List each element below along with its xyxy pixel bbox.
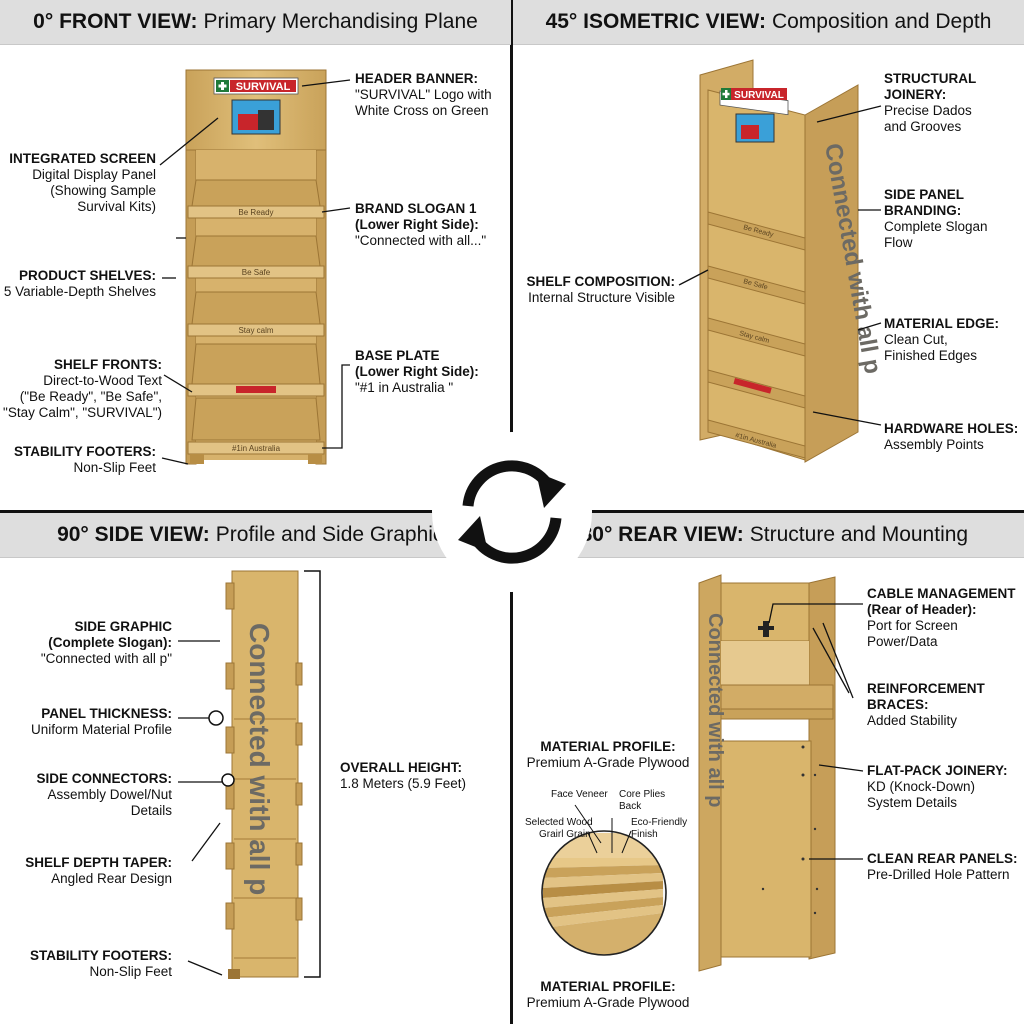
hardware-holes-label: HARDWARE HOLES: Assembly Points [884, 421, 1019, 452]
isometric-view-header: 45° ISOMETRIC VIEW:Composition and Depth [513, 0, 1024, 45]
rotate-badge [432, 432, 592, 592]
side-view-title: 90° SIDE VIEW: [57, 523, 210, 546]
side-view-subtitle: Profile and Side Graphics [215, 523, 454, 546]
front-view-title: 0° FRONT VIEW: [33, 10, 198, 33]
base-plate-label: BASE PLATE (Lower Right Side): "#1 in Au… [355, 348, 479, 395]
front-logo-text: SURVIVAL [236, 81, 291, 93]
cable-management-label: CABLE MANAGEMENT (Rear of Header): Port … [867, 586, 1016, 649]
selected-wood-label: Selected Wood [525, 817, 593, 828]
side-view-panel: 90° SIDE VIEW:Profile and Side Graphics … [0, 513, 511, 1024]
face-veneer-label: Face Veneer [551, 789, 608, 800]
core-plies-label: Core Plies [619, 789, 666, 800]
shelf-text-2: Be Safe [242, 268, 271, 277]
plywood-profile-detail [542, 831, 666, 955]
shelf-text-1: Be Ready [238, 208, 273, 217]
product-shelves-label: PRODUCT SHELVES: 5 Variable-Depth Shelve… [3, 268, 156, 299]
finish-label: Finish [631, 829, 658, 840]
shelf-fronts-label: SHELF FRONTS: Direct-to-Wood Text ("Be R… [3, 357, 162, 420]
eco-friendly-label: Eco-Friendly [631, 817, 688, 828]
rear-view-title: 180° REAR VIEW: [568, 523, 744, 546]
side-view-illustration: Connected with all p [178, 570, 321, 979]
brand-slogan-label: BRAND SLOGAN 1 (Lower Right Side): "Conn… [355, 201, 487, 248]
structural-joinery-label: STRUCTURAL JOINERY: Precise Dados and Gr… [884, 71, 977, 134]
material-profile-bottom-label: MATERIAL PROFILE: Premium A-Grade Plywoo… [526, 979, 690, 1010]
side-slogan: Connected with all p [244, 623, 275, 895]
shelf-composition-label: SHELF COMPOSITION: Internal Structure Vi… [526, 274, 676, 305]
grain-label: Grairl Grain [539, 829, 591, 840]
side-stability-footers-label: STABILITY FOOTERS: Non-Slip Feet [29, 948, 172, 979]
side-connectors-label: SIDE CONNECTORS: Assembly Dowel/Nut Deta… [36, 771, 172, 818]
panel-thickness-label: PANEL THICKNESS: Uniform Material Profil… [30, 706, 172, 737]
front-view-illustration: SURVIVAL Be Ready Be Safe Stay calm #1in… [159, 69, 351, 465]
rear-view-subtitle: Structure and Mounting [749, 523, 969, 546]
isometric-view-panel: 45° ISOMETRIC VIEW:Composition and Depth… [513, 0, 1024, 511]
header-banner-label: HEADER BANNER: "SURVIVAL" Logo with Whit… [355, 71, 492, 118]
isometric-view-subtitle: Composition and Depth [771, 10, 992, 33]
flat-pack-joinery-label: FLAT-PACK JOINERY: KD (Knock-Down) Syste… [867, 763, 1008, 810]
shelf-depth-taper-label: SHELF DEPTH TAPER: Angled Rear Design [25, 855, 172, 886]
back-label: Back [619, 801, 642, 812]
material-edge-label: MATERIAL EDGE: Clean Cut, Finished Edges [884, 316, 1000, 363]
front-view-header: 0° FRONT VIEW:Primary Merchandising Plan… [0, 0, 511, 45]
rear-side-slogan: Connected with all p [704, 613, 726, 807]
panel-thickness-marker [208, 710, 224, 726]
stability-footers-label: STABILITY FOOTERS: Non-Slip Feet [13, 444, 156, 475]
rear-view-illustration: Connected with all p [541, 574, 864, 972]
clean-rear-panels-label: CLEAN REAR PANELS: Pre-Drilled Hole Patt… [867, 851, 1018, 882]
rear-view-header: 180° REAR VIEW:Structure and Mounting [513, 513, 1024, 558]
shelf-text-5: #1in Australia [232, 444, 281, 453]
front-view-subtitle: Primary Merchandising Plane [203, 10, 478, 33]
isometric-view-title: 45° ISOMETRIC VIEW: [545, 10, 766, 33]
front-view-panel: 0° FRONT VIEW:Primary Merchandising Plan… [0, 0, 511, 511]
shelf-survival-badge [236, 386, 276, 393]
side-panel-branding-label: SIDE PANEL BRANDING: Complete Slogan Flo… [884, 187, 988, 250]
iso-logo-text: SURVIVAL [734, 90, 784, 101]
side-view-header: 90° SIDE VIEW:Profile and Side Graphics [0, 513, 511, 558]
rear-view-panel: 180° REAR VIEW:Structure and Mounting Co… [513, 513, 1024, 1024]
material-profile-top-label: MATERIAL PROFILE: Premium A-Grade Plywoo… [526, 739, 690, 770]
isometric-view-illustration: SURVIVAL Be Ready Be Safe Stay calm #1in… [678, 59, 886, 463]
shelf-text-3: Stay calm [238, 326, 273, 335]
reinforcement-braces-label: REINFORCEMENT BRACES: Added Stability [867, 681, 985, 728]
overall-height-label: OVERALL HEIGHT: 1.8 Meters (5.9 Feet) [340, 760, 467, 791]
integrated-screen-label: INTEGRATED SCREEN Digital Display Panel … [9, 151, 156, 214]
rotate-icon [458, 460, 566, 564]
side-graphic-label: SIDE GRAPHIC (Complete Slogan): "Connect… [40, 619, 172, 666]
side-connector-marker [221, 773, 235, 787]
